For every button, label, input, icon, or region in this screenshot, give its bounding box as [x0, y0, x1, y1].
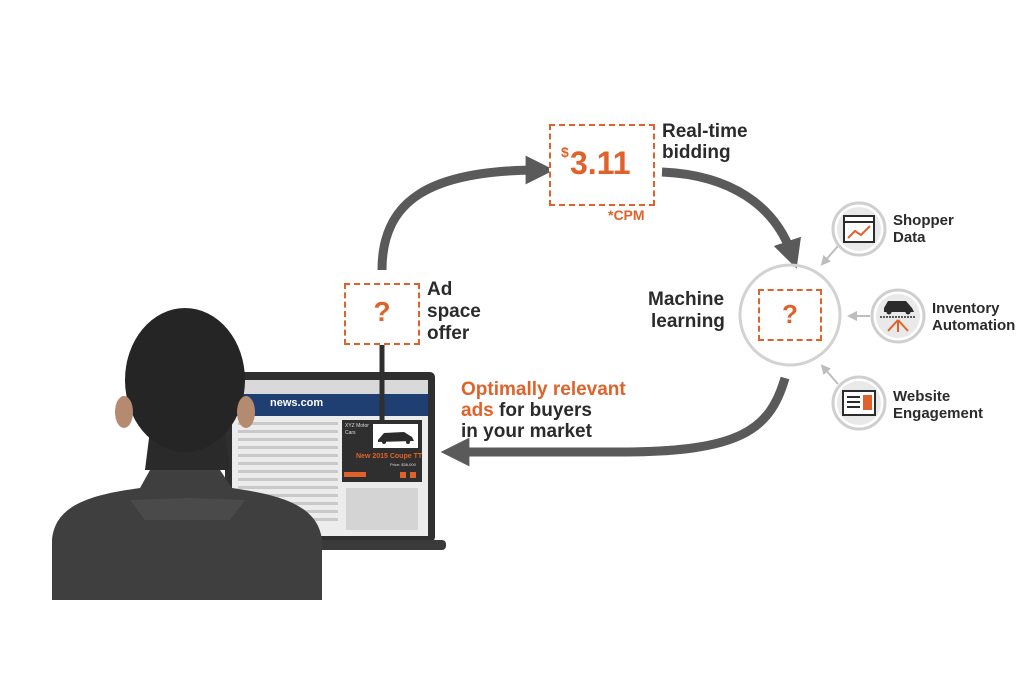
shopper-data-label-line2: Data [893, 229, 926, 246]
ad-title: New 2015 Coupe TT [356, 453, 423, 460]
machine-learning-box [758, 289, 822, 341]
ad-small-text-1: XYZ Motor [345, 423, 369, 429]
ad-space-placeholder: ? [373, 296, 391, 327]
person-silhouette [52, 308, 322, 600]
result-line2: ads for buyers [461, 401, 592, 421]
arrow-shopper-data [820, 245, 839, 266]
arrow-website [820, 364, 839, 385]
arrow-adspace-to-bidding [377, 155, 555, 271]
inventory-automation-icon [870, 288, 926, 344]
machine-learning-label-line2: learning [651, 311, 725, 332]
ad-space-label-line2: space [427, 301, 481, 322]
result-line2-rest: for buyers [493, 400, 592, 421]
machine-learning-placeholder: ? [782, 299, 798, 329]
ad-space-box [344, 283, 420, 345]
arrow-bidding-to-ml [661, 167, 801, 269]
bidding-price: 3.11 [570, 145, 631, 181]
bidding-unit: *CPM [608, 207, 645, 223]
machine-learning-label-line1: Machine [648, 289, 725, 310]
ad-space-label-line1: Ad [427, 279, 453, 300]
inventory-label-line2: Automation [932, 317, 1016, 334]
browser-bar [232, 394, 428, 416]
bidding-price-box [549, 124, 655, 206]
machine-learning-ring [738, 263, 842, 367]
browser-site-name: news.com [270, 397, 324, 409]
bidding-currency-symbol: $ [561, 144, 569, 160]
website-engagement-icon [831, 375, 887, 431]
result-line3: in your market [461, 421, 592, 442]
inventory-label-line1: Inventory [932, 300, 1000, 317]
bidding-label-line1: Real-time [662, 121, 748, 142]
result-line1: Optimally relevant [461, 379, 626, 400]
arrow-ml-to-ads [440, 376, 790, 467]
website-label-line2: Engagement [893, 405, 984, 422]
bidding-label-line2: bidding [662, 142, 731, 163]
shopper-data-label-line1: Shopper [893, 212, 954, 229]
ad-price: Price: $36,000 [390, 462, 416, 467]
result-line2-ads: ads [461, 400, 494, 421]
ad-space-label-line3: offer [427, 323, 470, 344]
shopper-data-icon [831, 201, 887, 257]
ad-small-text-2: Cars [345, 430, 356, 436]
website-label-line1: Website [893, 388, 951, 405]
